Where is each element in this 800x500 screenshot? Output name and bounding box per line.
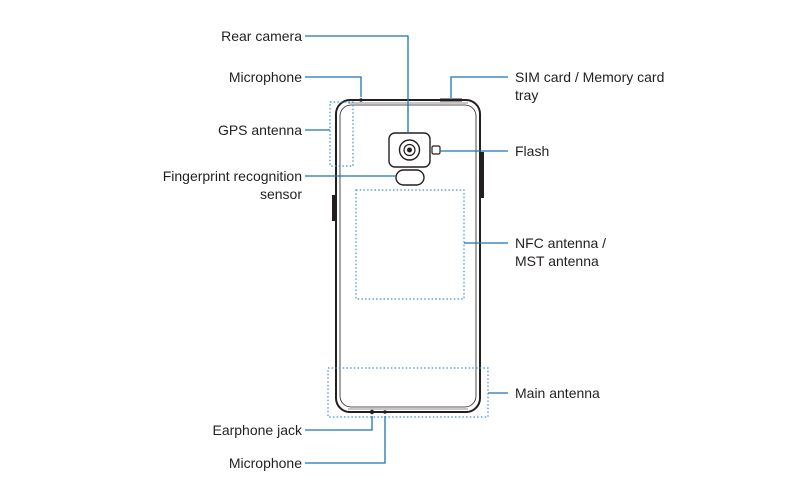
antenna-zones bbox=[327, 101, 489, 418]
label-main-antenna: Main antenna bbox=[515, 385, 600, 401]
sim-tray-slot bbox=[440, 98, 462, 102]
flash-led bbox=[431, 145, 441, 155]
power-button bbox=[480, 152, 484, 198]
leader-rear-camera bbox=[305, 35, 409, 133]
camera-lens-inner bbox=[403, 143, 416, 157]
top-microphone-hole bbox=[359, 98, 363, 102]
bottom-microphone-hole bbox=[383, 410, 387, 414]
fingerprint-sensor-pad bbox=[395, 169, 425, 186]
label-microphone-top: Microphone bbox=[228, 69, 302, 85]
nfc-antenna-zone bbox=[355, 189, 465, 300]
label-nfc-mst-antenna: NFC antenna / MST antenna bbox=[515, 235, 607, 269]
label-gps-antenna: GPS antenna bbox=[217, 122, 302, 138]
phone-outline bbox=[335, 99, 481, 413]
camera-lens-outer bbox=[398, 139, 421, 161]
earphone-jack-hole bbox=[369, 409, 375, 415]
gps-antenna-zone bbox=[329, 101, 354, 167]
camera-lens-core bbox=[407, 147, 412, 153]
label-earphone-jack: Earphone jack bbox=[212, 422, 302, 438]
leader-microphone-bottom bbox=[305, 416, 386, 464]
leader-sim-tray bbox=[450, 76, 508, 98]
label-sim-tray: SIM card / Memory card tray bbox=[515, 69, 665, 103]
camera-housing bbox=[388, 132, 431, 168]
leader-earphone-jack bbox=[305, 416, 373, 431]
phone-body bbox=[335, 99, 481, 413]
label-microphone-bottom: Microphone bbox=[228, 455, 302, 471]
main-antenna-zone bbox=[327, 367, 489, 418]
volume-button bbox=[332, 195, 336, 221]
camera-module bbox=[388, 132, 431, 168]
label-fingerprint-sensor: Fingerprint recognition sensor bbox=[162, 168, 302, 202]
label-rear-camera: Rear camera bbox=[221, 28, 302, 44]
label-flash: Flash bbox=[515, 143, 550, 159]
leader-lines bbox=[305, 35, 508, 464]
leader-microphone-top bbox=[305, 76, 362, 97]
